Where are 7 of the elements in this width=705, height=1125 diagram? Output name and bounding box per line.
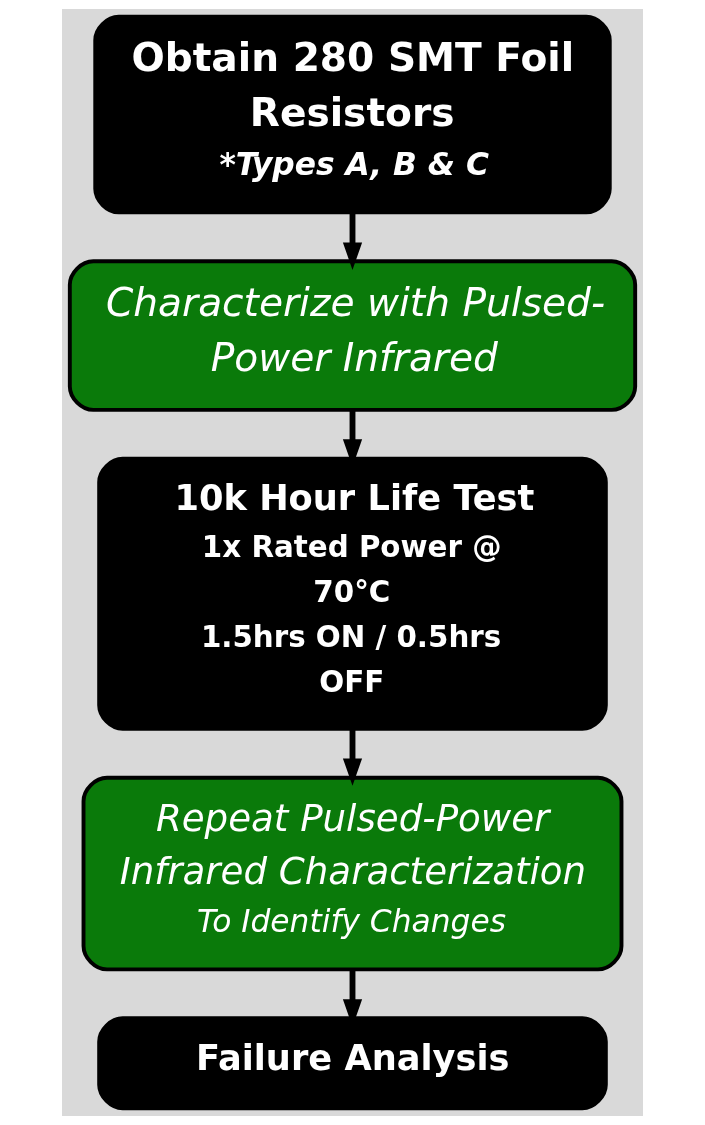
node-box: Characterize with Pulsed-Power Infrared <box>67 259 638 412</box>
node-box: Failure Analysis <box>97 1016 608 1111</box>
arrow <box>342 728 363 786</box>
node-box: 10k Hour Life Test 1x Rated Power @ 70°C 1.5hrs ON / 0.5hrs OFF <box>97 456 608 731</box>
node-box: Repeat Pulsed-Power Infrared Characterization To Identify Changes <box>81 775 624 972</box>
node-box: Obtain 280 SMT Foil Resistors *Types A, B & C <box>93 14 612 215</box>
arrow <box>342 212 363 270</box>
